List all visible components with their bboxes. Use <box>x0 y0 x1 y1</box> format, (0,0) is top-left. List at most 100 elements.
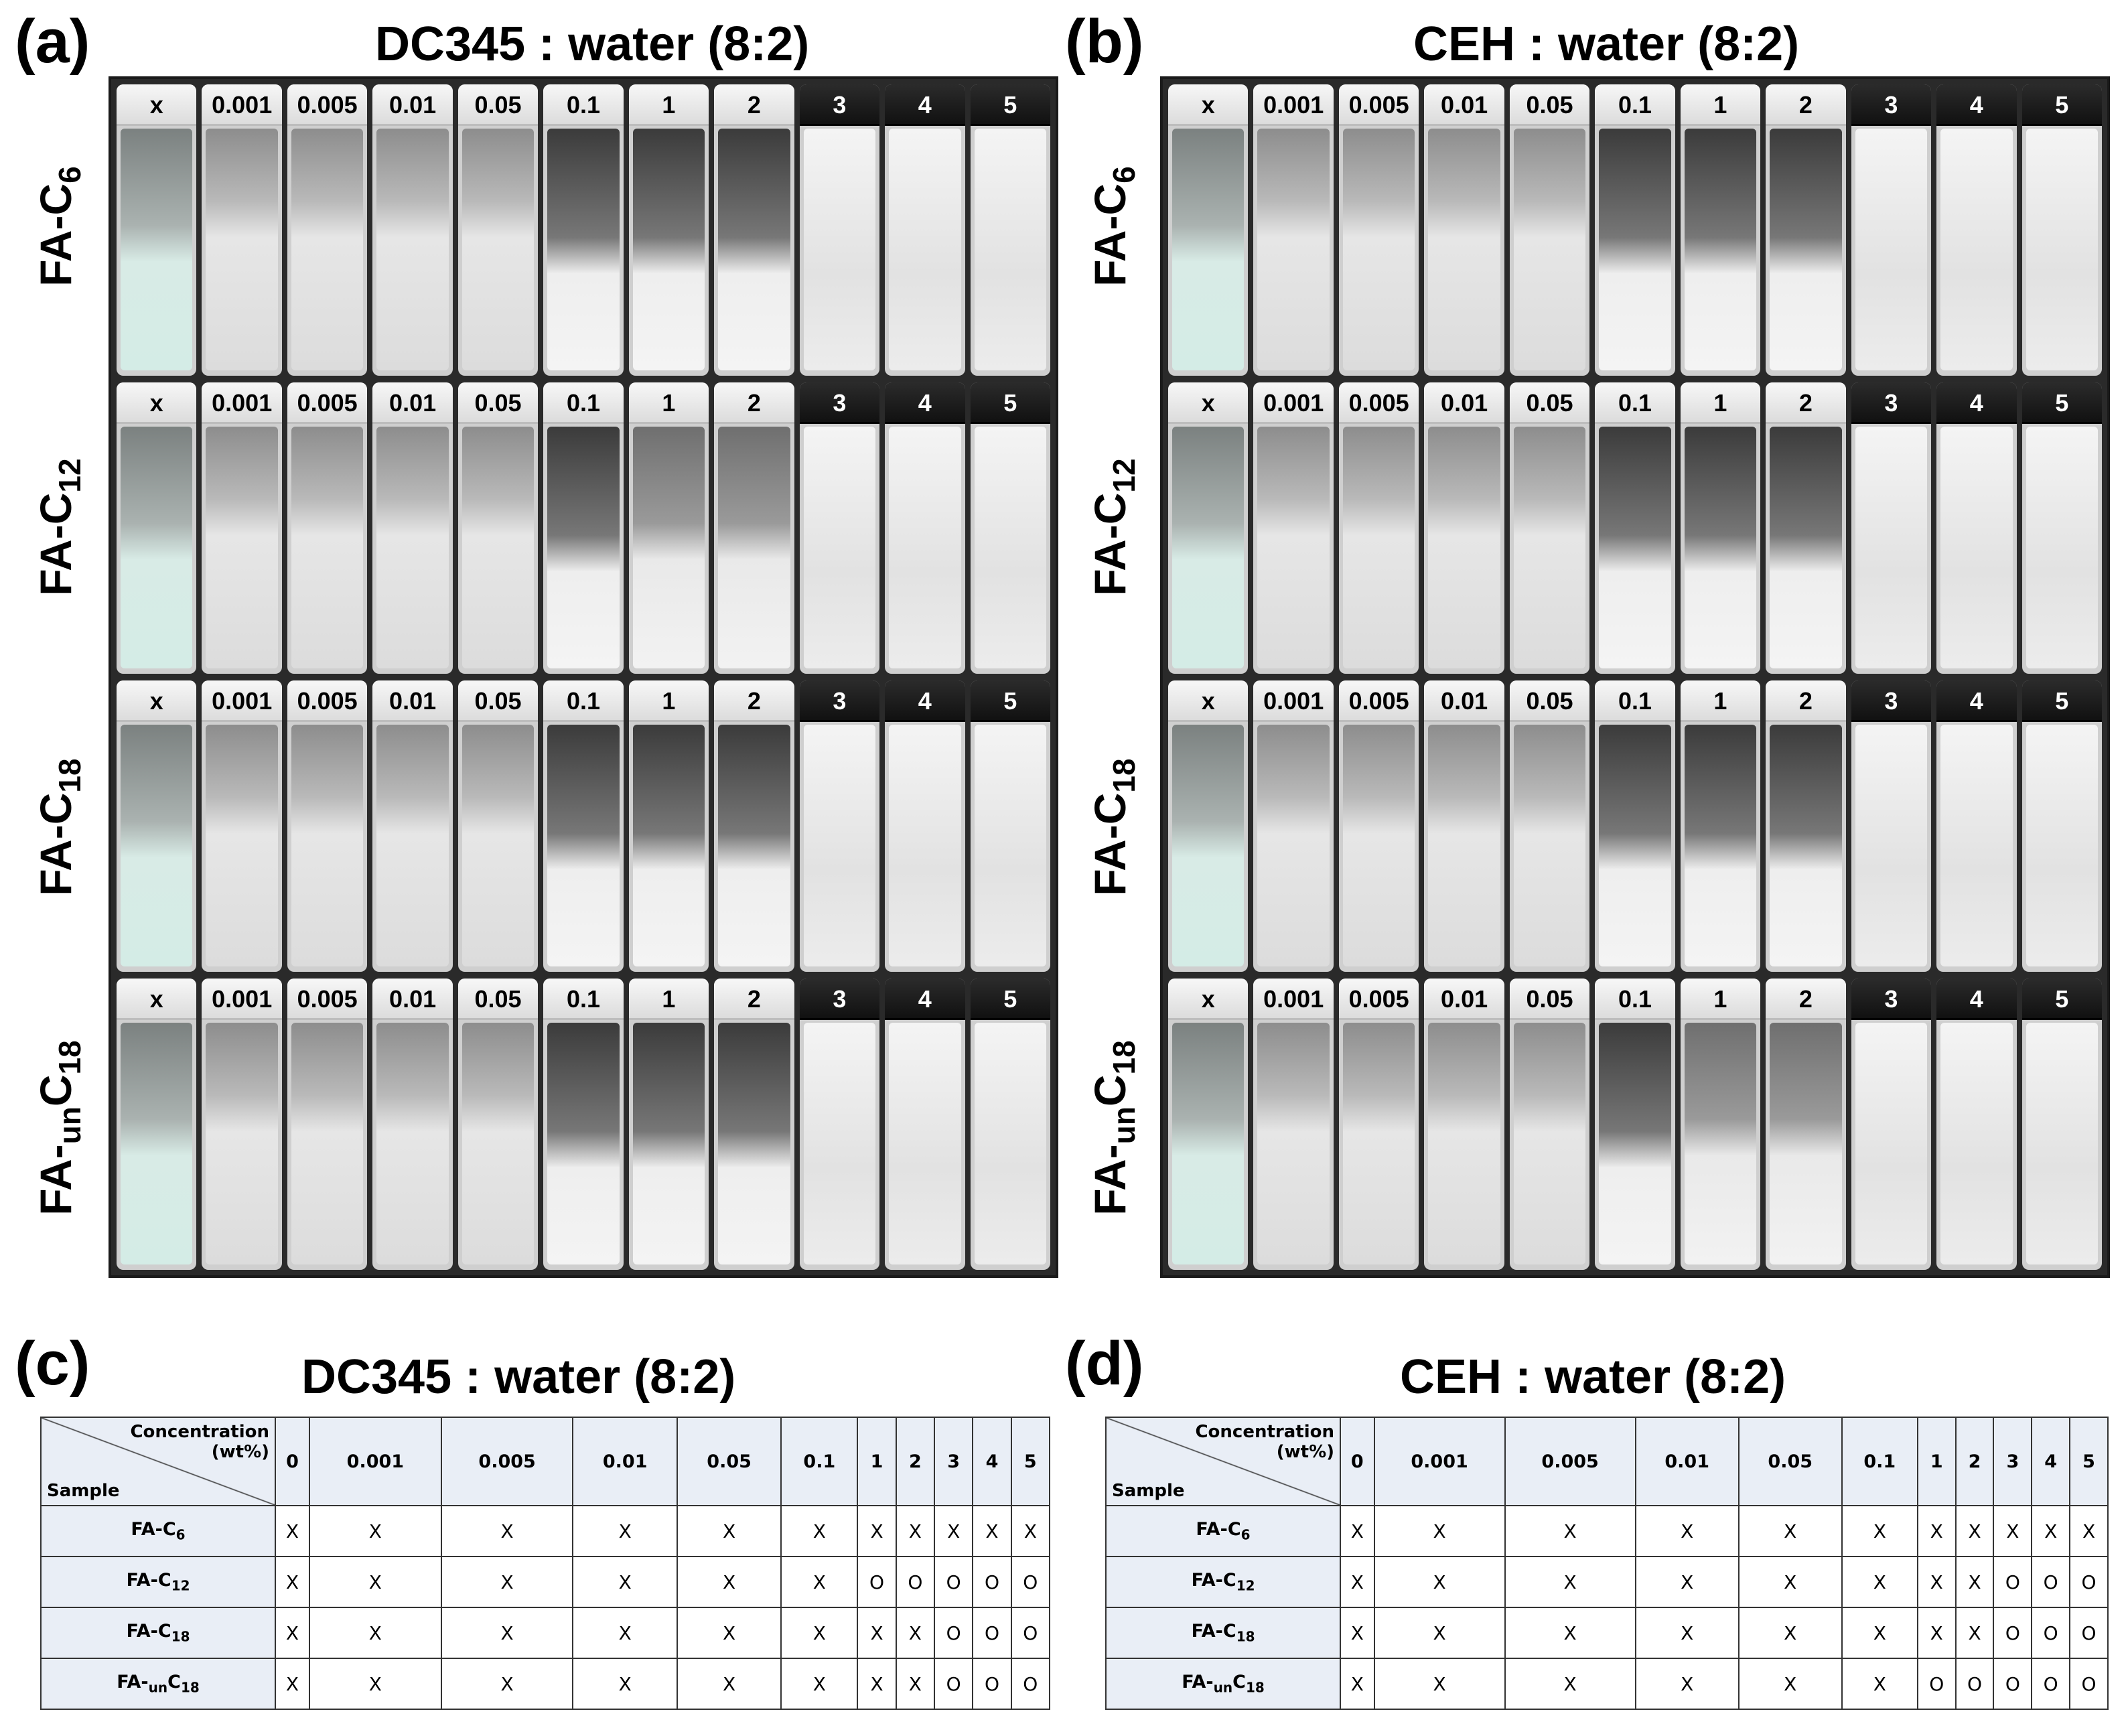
table-cell: X <box>895 1607 936 1659</box>
vial-cap-label: 4 <box>1936 382 2017 424</box>
vial-contents <box>1599 1023 1671 1264</box>
vial-contents <box>974 1023 1046 1264</box>
vial-contents <box>1513 427 1586 668</box>
sample-vial: 3 <box>1851 382 1932 674</box>
table-cell: X <box>2069 1505 2109 1557</box>
vial-contents <box>1855 129 1928 370</box>
vial-contents <box>291 725 364 966</box>
vial-cap-label: 3 <box>1851 979 1932 1020</box>
vial-cap-label: 0.05 <box>1509 382 1590 424</box>
table-cell: X <box>1737 1607 1843 1659</box>
vial-cap-label: 4 <box>1936 84 2017 126</box>
row-header: FA-C12 <box>1105 1556 1341 1608</box>
sample-vial: 0.005 <box>1338 84 1419 376</box>
row-header: FA-C18 <box>40 1607 276 1659</box>
sample-vial: 5 <box>970 382 1050 674</box>
vial-cap-label: 1 <box>628 382 709 424</box>
table-cell: X <box>1916 1607 1957 1659</box>
vial-contents <box>1940 427 2013 668</box>
vial-cap-label: x <box>1168 84 1249 126</box>
table-cell: O <box>2069 1556 2109 1608</box>
vial-cap-label: 1 <box>1680 979 1761 1020</box>
vial-contents <box>1513 725 1586 966</box>
sample-vial: 1 <box>1680 979 1761 1270</box>
vial-cap-label: 0.005 <box>287 979 368 1020</box>
vial-contents <box>1684 1023 1757 1264</box>
panel-c-title: DC345 : water (8:2) <box>301 1350 736 1404</box>
vial-contents <box>889 129 961 370</box>
sample-vial: 0.005 <box>287 680 368 972</box>
table-cell: O <box>2069 1607 2109 1659</box>
table-cell: X <box>1634 1658 1740 1710</box>
table-cell: O <box>1993 1658 2033 1710</box>
table-cell: X <box>895 1505 936 1557</box>
label-sub: 6 <box>52 166 88 184</box>
table-cell: X <box>1373 1658 1506 1710</box>
vial-contents <box>803 427 876 668</box>
table-cell: X <box>676 1556 782 1608</box>
column-header: 0.1 <box>1841 1417 1918 1506</box>
vial-contents <box>1770 129 1842 370</box>
column-header: 0.001 <box>1373 1417 1506 1506</box>
vial-cap-label: 0.001 <box>1253 84 1334 126</box>
sample-vial: x <box>117 382 197 674</box>
vial-cap-label: 4 <box>1936 979 2017 1020</box>
vial-cap-label: 0.1 <box>543 382 624 424</box>
corner-unit-text: (wt%) <box>211 1442 269 1462</box>
vial-contents <box>1599 129 1671 370</box>
vial-cap-label: 3 <box>799 382 880 424</box>
table-cell: X <box>972 1505 1012 1557</box>
column-header: 1 <box>1916 1417 1957 1506</box>
table-cell: X <box>1737 1505 1843 1557</box>
vial-contents <box>1684 129 1757 370</box>
vial-contents <box>376 129 449 370</box>
row-header: FA-unC18 <box>1105 1658 1341 1710</box>
sample-vial: 1 <box>628 84 709 376</box>
sample-vial: 5 <box>2021 979 2102 1270</box>
column-header: 0.05 <box>1737 1417 1843 1506</box>
column-header: 0 <box>1340 1417 1375 1506</box>
sample-vial: 0.005 <box>287 382 368 674</box>
label-prefix: FA- <box>1084 1144 1135 1216</box>
label-base: C <box>30 492 80 525</box>
vial-contents <box>2026 427 2098 668</box>
vial-contents <box>1172 1023 1245 1264</box>
vial-contents <box>1940 725 2013 966</box>
column-header: 0.1 <box>780 1417 859 1506</box>
label-prefix: FA- <box>30 1144 80 1216</box>
sample-vial: x <box>117 680 197 972</box>
column-header: 5 <box>2069 1417 2109 1506</box>
vial-contents <box>632 427 705 668</box>
sample-vial: 0.005 <box>287 979 368 1270</box>
vial-contents <box>1770 427 1842 668</box>
vial-cap-label: 0.05 <box>457 382 539 424</box>
vial-cap-label: 2 <box>1766 84 1846 126</box>
vial-cap-label: 5 <box>2021 979 2102 1020</box>
sample-vial: x <box>1168 680 1249 972</box>
sample-vial: 0.1 <box>1595 979 1675 1270</box>
vial-cap-label: 3 <box>1851 84 1932 126</box>
sample-vial: 1 <box>1680 680 1761 972</box>
column-header: 2 <box>1955 1417 1995 1506</box>
sample-vial: 0.1 <box>543 680 624 972</box>
vial-cap-label: 0.05 <box>1509 979 1590 1020</box>
vial-cap-label: 4 <box>885 680 965 722</box>
vial-cap-label: 3 <box>799 979 880 1020</box>
vial-contents <box>121 1023 193 1264</box>
table-cell: X <box>1737 1556 1843 1608</box>
sample-vial: 2 <box>714 979 794 1270</box>
column-header: 0 <box>274 1417 311 1506</box>
table-cell: X <box>1373 1505 1506 1557</box>
vial-contents <box>462 1023 535 1264</box>
vial-cap-label: 0.01 <box>1424 979 1504 1020</box>
sample-vial: 3 <box>799 680 880 972</box>
label-sub: 6 <box>1107 166 1142 184</box>
vial-cap-label: 0.01 <box>372 979 453 1020</box>
vial-cap-label: 5 <box>2021 84 2102 126</box>
vial-contents <box>121 427 193 668</box>
table-cell: X <box>440 1658 574 1710</box>
sample-row-label: FA-C12 <box>30 458 88 595</box>
